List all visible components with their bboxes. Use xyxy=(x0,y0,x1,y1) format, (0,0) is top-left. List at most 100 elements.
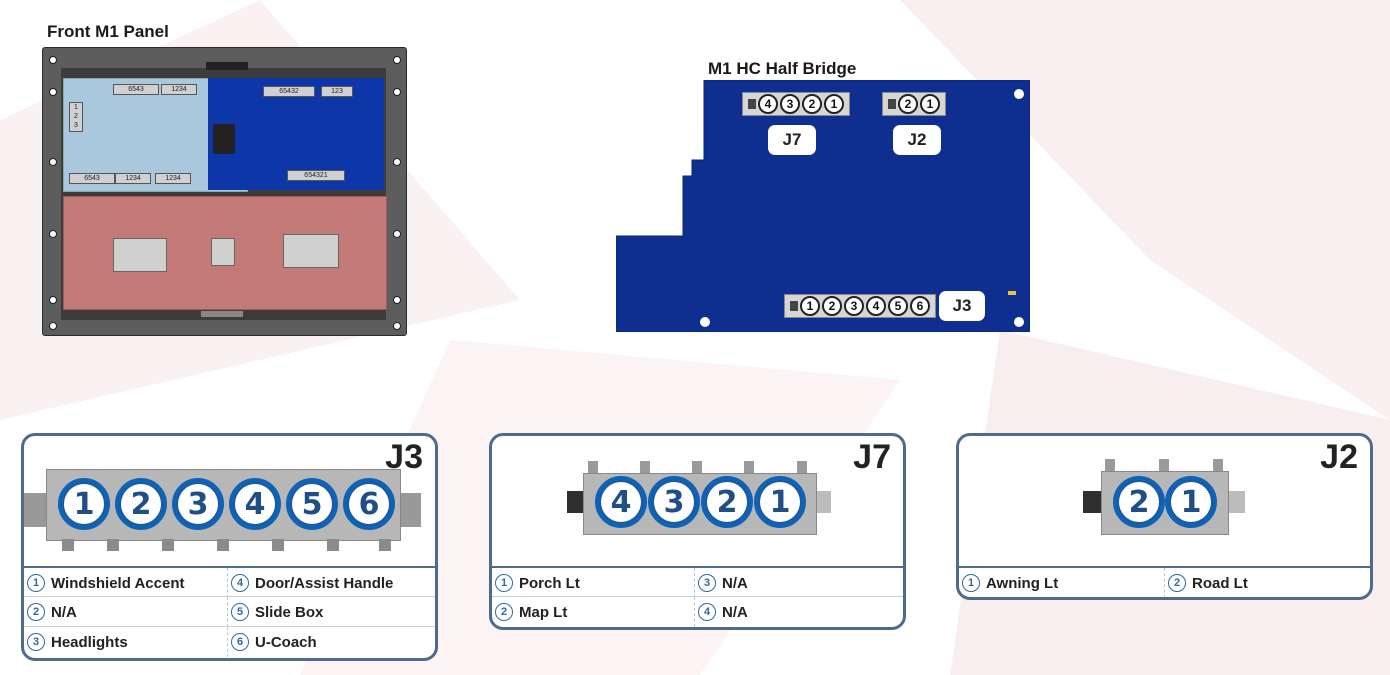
mount-hole xyxy=(49,230,57,238)
pin-function: U-Coach xyxy=(255,633,317,651)
mini-connector: 1234 xyxy=(155,173,191,184)
pin-number-icon: 1 xyxy=(962,574,980,592)
pin-number-icon: 4 xyxy=(698,603,716,621)
connector-leg xyxy=(327,539,339,551)
pin-number: 5 xyxy=(888,296,908,316)
table-cell: 4 N/A xyxy=(694,597,903,627)
mount-hole xyxy=(49,296,57,304)
connector-bump xyxy=(1213,459,1223,473)
corner-hole xyxy=(393,56,401,64)
connector-leg xyxy=(162,539,174,551)
j3-connector: 1 2 3 4 5 6 xyxy=(784,294,936,318)
table-row: 3 Headlights 6 U-Coach xyxy=(24,626,435,657)
mount-hole xyxy=(393,158,401,166)
pin-number: 4 xyxy=(610,484,632,520)
pin-number-icon: 6 xyxy=(231,633,249,651)
pin-number: 4 xyxy=(244,486,266,522)
chip xyxy=(213,124,235,154)
connector-tab xyxy=(790,301,798,311)
connector-leg xyxy=(107,539,119,551)
connector-side-tab xyxy=(567,491,583,513)
connector-side-tab xyxy=(1227,491,1245,513)
connector-leg xyxy=(379,539,391,551)
table-cell: 2 Road Lt xyxy=(1164,568,1370,597)
mini-connector: 6543 xyxy=(113,84,159,95)
table-cell: 3 Headlights xyxy=(24,627,227,657)
corner-hole xyxy=(393,322,401,330)
connector-block xyxy=(113,238,167,272)
table-row: 2 Map Lt 4 N/A xyxy=(492,596,903,627)
pin-number-icon: 1 xyxy=(495,574,513,592)
connector-side-tab xyxy=(24,493,46,527)
pin-function: Headlights xyxy=(51,633,128,651)
pin-number: 1 xyxy=(824,94,844,114)
board-hole xyxy=(1014,89,1024,99)
pin-function: Map Lt xyxy=(519,603,568,621)
pin-number-icon: 3 xyxy=(27,633,45,651)
pin-5-circle: 5 xyxy=(286,478,338,530)
connector-leg xyxy=(272,539,284,551)
mini-connector: 65432 xyxy=(263,86,315,97)
pin-number: 1 xyxy=(800,296,820,316)
pin-2-circle: 2 xyxy=(115,478,167,530)
connector-leg xyxy=(217,539,229,551)
pin-function: Road Lt xyxy=(1192,574,1248,592)
card-title: J2 xyxy=(1320,438,1358,476)
table-cell: 6 U-Coach xyxy=(227,627,435,657)
pin-number-icon: 2 xyxy=(495,603,513,621)
pin-number-icon: 2 xyxy=(1168,574,1186,592)
pin-1-circle: 1 xyxy=(58,478,110,530)
connector-side-tab xyxy=(1083,491,1101,513)
pin-number: 1 xyxy=(73,486,95,522)
board-hole xyxy=(700,317,710,327)
pin-number: 2 xyxy=(716,484,738,520)
pin-3-circle: 3 xyxy=(648,476,700,528)
pin-number: 3 xyxy=(780,94,800,114)
pin-number-icon: 1 xyxy=(27,574,45,592)
connector-leg xyxy=(62,539,74,551)
pin-number: 6 xyxy=(358,486,380,522)
connector-block xyxy=(211,238,235,266)
connector-tab xyxy=(748,99,756,109)
front-panel-heading: Front M1 Panel xyxy=(47,22,169,41)
mini-connector: 1234 xyxy=(115,173,151,184)
mini-connector: 123 xyxy=(321,86,353,97)
card-title: J7 xyxy=(853,438,891,476)
pin-number: 2 xyxy=(822,296,842,316)
j2-board-label: J2 xyxy=(893,125,941,155)
half-bridge-board: 4 3 2 1 J7 2 1 J2 1 2 3 4 5 6 J3 xyxy=(616,80,1030,332)
pin-number-icon: 4 xyxy=(231,574,249,592)
mini-connector: 1234 xyxy=(161,84,197,95)
pin-number-icon: 2 xyxy=(27,603,45,621)
pin-number: 5 xyxy=(301,486,323,522)
half-bridge-heading: M1 HC Half Bridge xyxy=(708,59,857,78)
pin-function: N/A xyxy=(722,574,748,592)
pin-number: 4 xyxy=(758,94,778,114)
connector-side-tab xyxy=(399,493,421,527)
connector-bump xyxy=(588,461,598,475)
connector-bump xyxy=(1105,459,1115,473)
front-panel-bottom-latch xyxy=(201,311,243,317)
pin-4-circle: 4 xyxy=(595,476,647,528)
mini-connector: 654321 xyxy=(287,170,345,181)
connector-side-tab xyxy=(815,491,831,513)
pin-function: N/A xyxy=(722,603,748,621)
connector-bump xyxy=(1159,459,1169,473)
board-hole xyxy=(1014,317,1024,327)
mount-hole xyxy=(393,230,401,238)
mini-connector: 6543 xyxy=(69,173,115,184)
pin-number: 2 xyxy=(130,486,152,522)
connector-bump xyxy=(744,461,754,475)
pin-6-circle: 6 xyxy=(343,478,395,530)
mount-hole xyxy=(393,88,401,96)
